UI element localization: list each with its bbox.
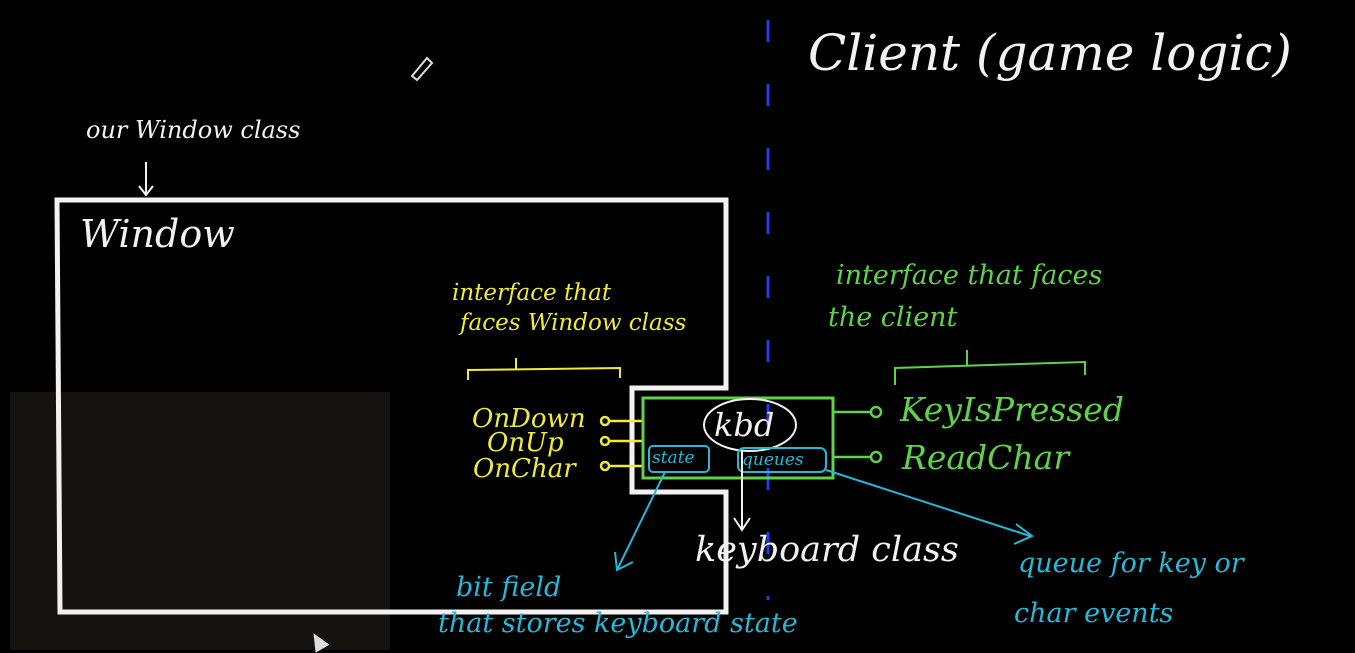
window-interface-caption-1: interface that <box>452 280 612 306</box>
kbd-label: kbd <box>714 406 775 444</box>
keyboard-class-arrow <box>733 450 751 532</box>
state-arrow <box>614 471 666 572</box>
client-interface-caption-1: interface that faces <box>836 260 1103 291</box>
kbd-circle <box>703 398 797 452</box>
onchar-connector[interactable] <box>599 460 611 472</box>
keyispressed-connector[interactable] <box>869 405 883 419</box>
ondown-label: OnDown <box>472 404 586 434</box>
window-box <box>54 197 729 615</box>
queues-box <box>737 447 827 473</box>
state-box <box>648 445 710 473</box>
keyboard-class-label: keyboard class <box>695 530 959 570</box>
onup-connector[interactable] <box>599 435 611 447</box>
keyispressed-label: KeyIsPressed <box>900 390 1124 429</box>
queues-label: queues <box>742 450 804 470</box>
pen-icon <box>410 56 434 82</box>
output-connectors <box>833 405 883 464</box>
background-shadow <box>10 392 390 650</box>
readchar-label: ReadChar <box>902 438 1070 477</box>
bitfield-note-2: that stores keyboard state <box>438 608 798 639</box>
input-connectors <box>599 415 644 472</box>
kbd-box <box>641 396 835 480</box>
onup-label: OnUp <box>487 428 564 458</box>
queue-note-2: char events <box>1014 598 1174 629</box>
window-interface-caption-2: faces Window class <box>460 310 687 336</box>
state-label: state <box>652 448 695 468</box>
ondown-connector[interactable] <box>599 415 611 427</box>
client-interface-caption-2: the client <box>828 302 958 333</box>
client-interface-bracket <box>894 350 1086 385</box>
client-title: Client (game logic) <box>808 24 1292 82</box>
bitfield-note-1: bit field <box>456 572 562 603</box>
queue-note-1: queue for key or <box>1018 548 1244 579</box>
queues-arrow <box>825 469 1034 545</box>
window-title: Window <box>80 212 235 256</box>
window-annotation-arrow <box>138 162 154 197</box>
window-annotation: our Window class <box>86 116 301 144</box>
window-interface-bracket <box>467 358 621 380</box>
onchar-label: OnChar <box>473 454 576 484</box>
readchar-connector[interactable] <box>869 450 883 464</box>
